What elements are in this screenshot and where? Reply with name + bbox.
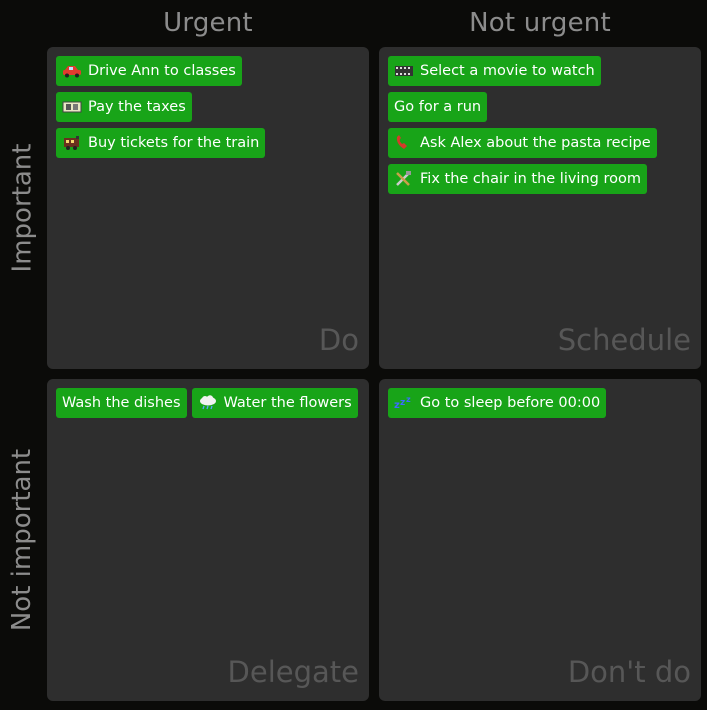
row-header-important-label: Important <box>7 143 37 273</box>
task-label: Water the flowers <box>223 395 352 411</box>
task-list-schedule: Select a movie to watch Go for a run Ask… <box>388 56 695 194</box>
task-wash-dishes[interactable]: Wash the dishes <box>56 388 187 418</box>
task-drive-ann[interactable]: Drive Ann to classes <box>56 56 242 86</box>
svg-text:z: z <box>400 398 405 408</box>
task-label: Buy tickets for the train <box>88 135 260 151</box>
task-label: Select a movie to watch <box>420 63 595 79</box>
task-label: Pay the taxes <box>88 99 186 115</box>
svg-text:z: z <box>394 400 400 410</box>
quadrant-label-do: Do <box>318 323 359 357</box>
money-bill-icon <box>62 99 82 115</box>
quadrant-label-delegate: Delegate <box>227 655 359 689</box>
svg-text:z: z <box>406 396 411 404</box>
task-list-dont-do: z z z Go to sleep before 00:00 <box>388 388 695 418</box>
task-go-to-sleep[interactable]: z z z Go to sleep before 00:00 <box>388 388 607 418</box>
task-label: Drive Ann to classes <box>88 63 236 79</box>
task-water-flowers[interactable]: Water the flowers <box>191 388 358 418</box>
row-header-not-important: Not important <box>0 379 44 701</box>
task-go-for-run[interactable]: Go for a run <box>388 92 488 122</box>
row-header-not-important-label: Not important <box>7 448 37 632</box>
column-header-not-urgent: Not urgent <box>469 8 611 38</box>
train-icon <box>62 135 82 151</box>
sleep-icon: z z z <box>394 395 414 411</box>
phone-icon <box>394 135 414 151</box>
task-select-movie[interactable]: Select a movie to watch <box>388 56 601 86</box>
task-buy-tickets[interactable]: Buy tickets for the train <box>56 128 266 158</box>
quadrant-do[interactable]: Drive Ann to classes Pay the taxes <box>47 47 369 369</box>
task-label: Wash the dishes <box>62 395 181 411</box>
quadrant-label-schedule: Schedule <box>557 323 691 357</box>
quadrant-label-dont-do: Don't do <box>567 655 691 689</box>
task-pay-taxes[interactable]: Pay the taxes <box>56 92 192 122</box>
task-label: Go to sleep before 00:00 <box>420 395 601 411</box>
task-label: Go for a run <box>394 99 482 115</box>
task-list-do: Drive Ann to classes Pay the taxes <box>56 56 363 158</box>
rain-cloud-icon <box>198 395 218 411</box>
task-fix-chair[interactable]: Fix the chair in the living room <box>388 164 647 194</box>
tools-icon <box>394 171 414 187</box>
task-list-delegate: Wash the dishes Water the flowers <box>56 388 363 418</box>
car-icon <box>62 63 82 79</box>
task-label: Ask Alex about the pasta recipe <box>420 135 651 151</box>
task-label: Fix the chair in the living room <box>420 171 641 187</box>
quadrant-schedule[interactable]: Select a movie to watch Go for a run Ask… <box>379 47 701 369</box>
row-header-important: Important <box>0 47 44 369</box>
quadrant-delegate[interactable]: Wash the dishes Water the flowers Delega… <box>47 379 369 701</box>
task-ask-alex[interactable]: Ask Alex about the pasta recipe <box>388 128 657 158</box>
column-header-urgent: Urgent <box>163 8 253 38</box>
quadrant-dont-do[interactable]: z z z Go to sleep before 00:00 Don't do <box>379 379 701 701</box>
film-icon <box>394 63 414 79</box>
